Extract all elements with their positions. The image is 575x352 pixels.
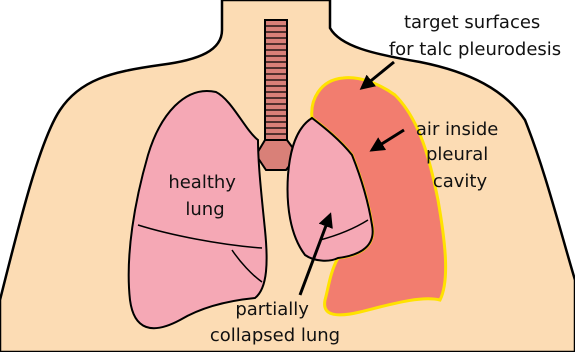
label-target-surfaces: target surfaces for talc pleurodesis: [389, 12, 561, 60]
